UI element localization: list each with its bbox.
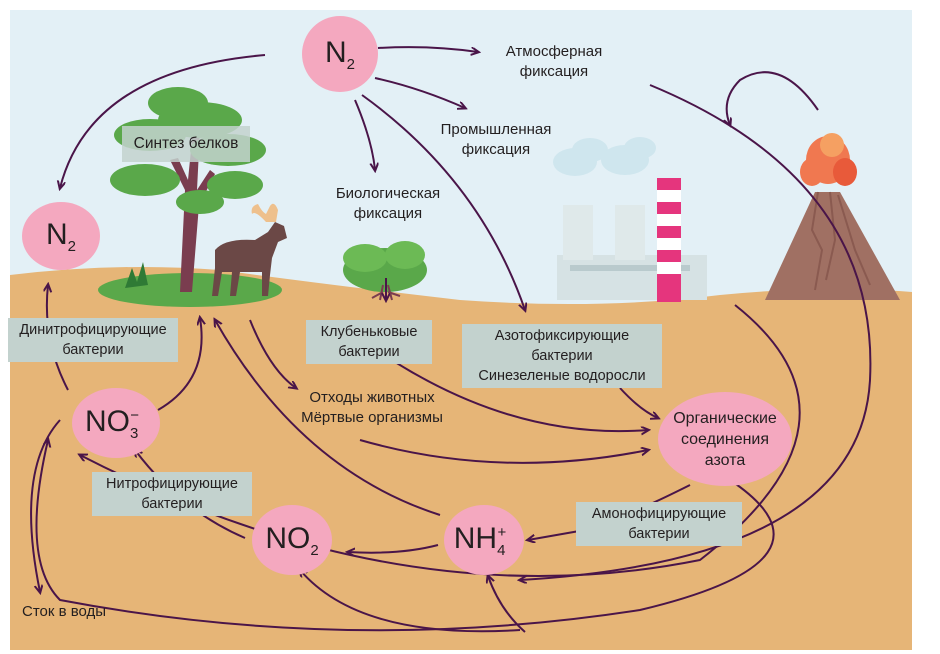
arrow-volcano-loop xyxy=(727,71,819,125)
soil-ground xyxy=(10,266,912,650)
arrow-nh4-to-tree xyxy=(215,320,441,516)
n2-atmosphere-node: N2 xyxy=(302,16,378,92)
arrow-fixers-to-organic xyxy=(619,387,658,418)
arrow-n2-biological xyxy=(354,99,375,170)
cycle-arrows xyxy=(30,46,872,633)
arrow-tree-to-waste xyxy=(249,319,296,388)
arrow-long-bottom-loop xyxy=(35,440,775,632)
arrow-n2-atmospheric xyxy=(377,46,478,52)
arrow-n2-to-fixers xyxy=(361,94,525,310)
arrow-no3-to-tree xyxy=(157,318,202,411)
grass-tuft xyxy=(125,262,148,288)
organic-line-2: соединения xyxy=(680,430,770,448)
arrow-atm-to-nh4 xyxy=(520,84,872,580)
arrow-n2-to-n2-left xyxy=(60,54,266,188)
arrow-nodule-to-organic xyxy=(394,361,648,431)
arrow-bottom-to-nh4 xyxy=(488,576,526,633)
organic-nitrogen-node: Органические соединения азота xyxy=(658,392,792,486)
arrow-to-nh4 xyxy=(528,529,586,540)
no3-node: NO3− xyxy=(72,388,160,458)
arrow-bottom-to-no2 xyxy=(300,570,521,633)
no2-node: NO2 xyxy=(252,505,332,575)
deer xyxy=(212,203,287,296)
volcano xyxy=(765,133,900,300)
n2-released-node: N2 xyxy=(22,202,100,270)
arrow-n2-industrial xyxy=(374,77,465,108)
bush xyxy=(343,241,427,301)
organic-line-1: Органические xyxy=(673,409,777,427)
protein-synthesis-label: Синтез белков xyxy=(122,126,250,162)
runoff-label: Сток в воды xyxy=(22,603,107,620)
arrow-nh4-to-no2 xyxy=(348,544,439,553)
arrow-no3-runoff xyxy=(30,419,61,592)
factory xyxy=(553,137,707,302)
nh4-node: NH4+ xyxy=(444,505,524,575)
arrow-waste-to-organic xyxy=(359,439,648,464)
organic-line-3: азота xyxy=(704,451,746,469)
